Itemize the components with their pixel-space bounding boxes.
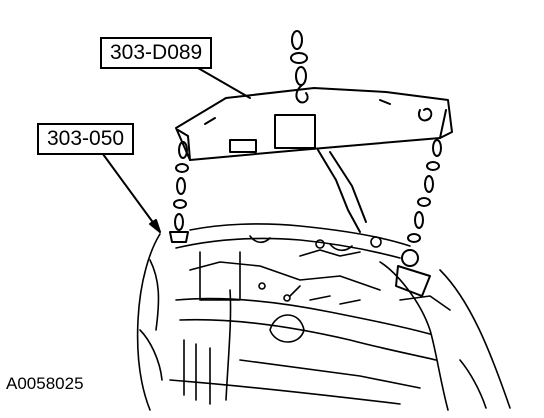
tool-label-spreader-bar: 303-D089 xyxy=(100,37,213,69)
left-chain xyxy=(169,141,189,243)
leader-line-303-050 xyxy=(99,149,161,233)
tool-label-lifting-bracket: 303-050 xyxy=(37,123,135,155)
leader-arrowhead-303-050 xyxy=(149,219,161,233)
center-strut xyxy=(317,149,367,233)
hoist-chain-top xyxy=(290,30,309,104)
figure-id: A0058025 xyxy=(6,374,84,393)
engine-block xyxy=(136,223,511,411)
right-chain xyxy=(395,139,442,297)
leader-line-303-d089 xyxy=(197,67,251,99)
spreader-bar xyxy=(175,87,453,161)
